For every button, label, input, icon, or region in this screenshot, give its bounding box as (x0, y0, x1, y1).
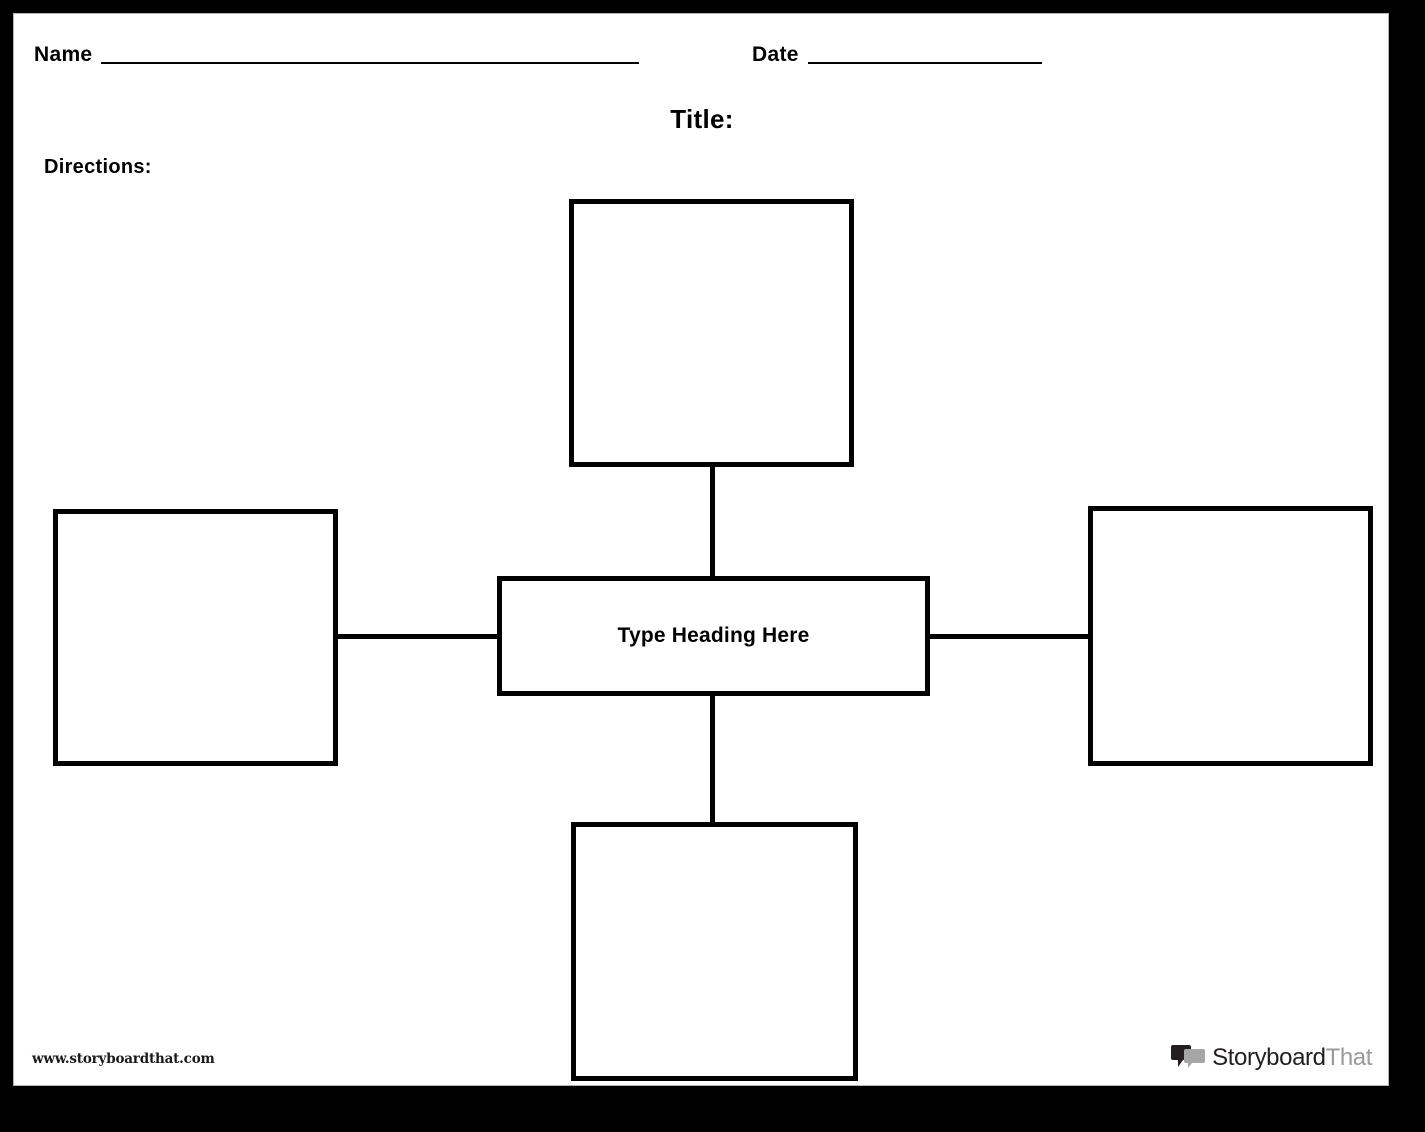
connector-top-to-center (710, 462, 715, 582)
connector-center-to-bottom (710, 691, 715, 827)
name-field[interactable]: Name (34, 43, 640, 67)
name-write-line[interactable] (101, 62, 640, 64)
connector-left-to-center (333, 634, 502, 639)
date-label: Date (752, 43, 799, 66)
map-box-top[interactable] (569, 199, 854, 467)
speech-bubbles-icon (1171, 1044, 1206, 1071)
worksheet-page: Name Date Title: Directions: Type Headin… (13, 13, 1389, 1086)
map-box-left[interactable] (53, 509, 338, 766)
date-write-line[interactable] (807, 62, 1042, 64)
brand-word-storyboard: Storyboard (1212, 1043, 1326, 1071)
footer-url[interactable]: www.storyboardthat.com (32, 1051, 215, 1067)
directions-label[interactable]: Directions: (44, 156, 152, 178)
map-box-bottom[interactable] (571, 822, 858, 1081)
map-box-center[interactable]: Type Heading Here (497, 576, 930, 696)
title-label[interactable]: Title: (670, 104, 734, 134)
storyboardthat-logo[interactable]: StoryboardThat (1171, 1044, 1372, 1071)
spider-map: Type Heading Here (14, 14, 1390, 1087)
map-box-right[interactable] (1088, 506, 1373, 766)
brand-word-that: That (1325, 1043, 1373, 1071)
connector-center-to-right (925, 634, 1093, 639)
center-heading-label: Type Heading Here (617, 624, 810, 647)
brand-wordmark: StoryboardThat (1212, 1043, 1373, 1071)
date-field[interactable]: Date (752, 44, 1042, 67)
name-label: Name (34, 43, 93, 66)
